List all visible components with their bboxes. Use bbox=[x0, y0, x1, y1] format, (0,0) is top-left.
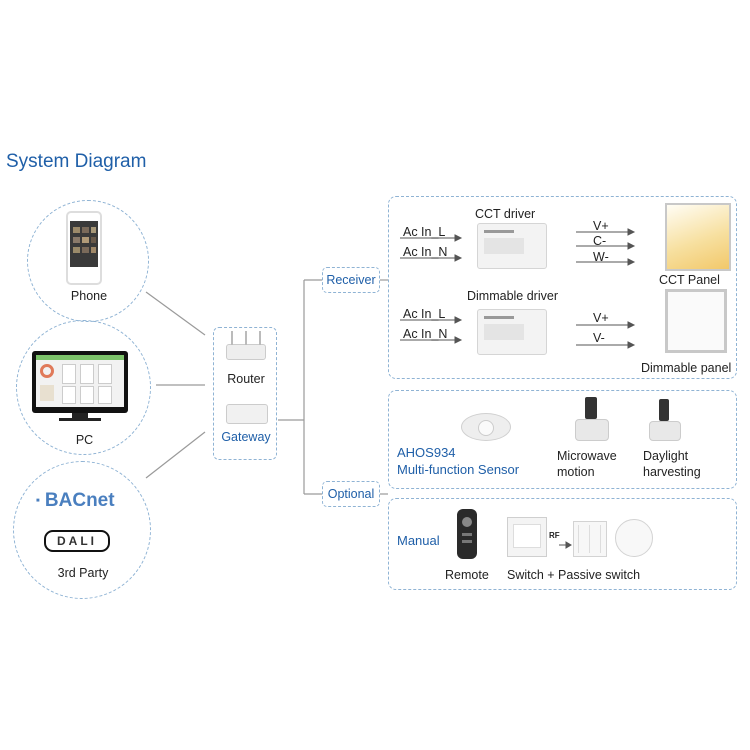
manual-label: Manual bbox=[397, 533, 440, 548]
hub-box: Router Gateway bbox=[213, 327, 277, 460]
c-minus-label: C- bbox=[593, 234, 607, 248]
microwave-label-2: motion bbox=[557, 465, 595, 479]
v-plus-label: V+ bbox=[593, 311, 609, 325]
microwave-sensor-icon bbox=[575, 419, 609, 441]
wall-switch-icon bbox=[507, 517, 547, 557]
sensors-box: AHOS934 Multi-function Sensor Microwave … bbox=[388, 390, 737, 489]
remote-icon bbox=[457, 509, 477, 559]
optional-pill: Optional bbox=[322, 481, 380, 507]
receiver-pill: Receiver bbox=[322, 267, 380, 293]
pc-label: PC bbox=[75, 433, 94, 447]
dali-logo: DALI bbox=[44, 530, 110, 552]
w-minus-label: W- bbox=[593, 250, 609, 264]
gateway-label: Gateway bbox=[221, 430, 271, 444]
ac-in-l-label: Ac In_L bbox=[403, 307, 446, 321]
cct-driver-device bbox=[477, 223, 547, 269]
remote-label: Remote bbox=[445, 568, 489, 582]
monitor-stand bbox=[72, 413, 88, 419]
cct-panel-label: CCT Panel bbox=[659, 273, 720, 287]
ahos-sensor-icon bbox=[461, 413, 511, 441]
microwave-cable bbox=[585, 397, 597, 419]
cct-panel-icon bbox=[665, 203, 731, 271]
phone-label: Phone bbox=[70, 289, 108, 303]
ac-in-l-label: Ac In_L bbox=[403, 225, 446, 239]
third-party-circle: ■ BACnet DALI 3rd Party bbox=[13, 461, 151, 599]
bacnet-logo: ■ BACnet bbox=[36, 490, 115, 511]
ahos-desc-label: Multi-function Sensor bbox=[397, 462, 520, 477]
pc-circle: PC bbox=[16, 320, 151, 455]
router-icon bbox=[226, 331, 266, 360]
receiver-box: CCT driver Ac In_L Ac In_N V+ C- W- CCT … bbox=[388, 196, 737, 379]
dimmable-panel-icon bbox=[665, 289, 727, 353]
ac-in-n-label: Ac In_N bbox=[403, 327, 448, 341]
microwave-label: Microwave bbox=[557, 449, 617, 463]
daylight-label-2: harvesting bbox=[643, 465, 701, 479]
cct-driver-label: CCT driver bbox=[475, 207, 536, 221]
monitor-base bbox=[59, 418, 101, 421]
third-party-label: 3rd Party bbox=[57, 566, 109, 580]
dimmable-driver-device bbox=[477, 309, 547, 355]
phone-circle: Phone bbox=[27, 200, 149, 322]
router-label: Router bbox=[227, 372, 265, 386]
page-title: System Diagram bbox=[6, 151, 147, 172]
phone-icon bbox=[66, 211, 102, 285]
dimmable-panel-label: Dimmable panel bbox=[641, 361, 732, 375]
switch-label: Switch + Passive switch bbox=[507, 568, 641, 582]
manual-box: Manual Remote RF Switch + Passive switch bbox=[388, 498, 737, 590]
dimmable-driver-label: Dimmable driver bbox=[467, 289, 558, 303]
monitor-icon bbox=[32, 351, 128, 413]
passive-switch-icon bbox=[573, 521, 607, 557]
ac-in-n-label: Ac In_N bbox=[403, 245, 448, 259]
ahos-model-label: AHOS934 bbox=[397, 445, 456, 460]
rf-label: RF bbox=[549, 531, 560, 540]
daylight-cable bbox=[659, 399, 669, 421]
gateway-icon bbox=[226, 404, 268, 424]
daylight-label: Daylight bbox=[643, 449, 689, 463]
v-minus-label: V- bbox=[593, 331, 605, 345]
daylight-sensor-icon bbox=[649, 421, 681, 441]
round-switch-icon bbox=[615, 519, 653, 557]
v-plus-label: V+ bbox=[593, 219, 609, 233]
